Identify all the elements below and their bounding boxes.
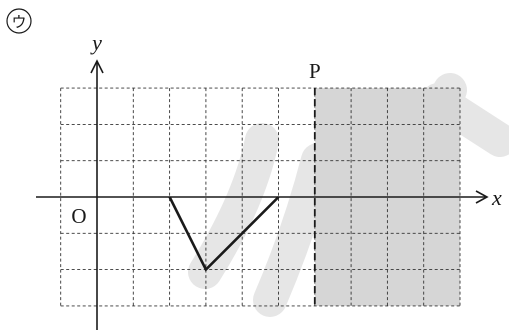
origin-label: O [71, 204, 86, 228]
y-axis-label: y [90, 30, 102, 55]
v-shape-polyline [168, 196, 280, 272]
watermark-stroke-2 [253, 143, 335, 317]
grid [60, 87, 461, 307]
point-p-label: P [309, 59, 321, 83]
problem-marker: ウ [6, 8, 32, 34]
x-axis-label: x [491, 185, 502, 210]
problem-marker-label: ウ [11, 14, 26, 31]
y-axis-arrow-icon [90, 59, 104, 74]
watermark-stroke-1 [188, 123, 279, 289]
x-axis-arrow-icon [475, 190, 489, 204]
axes [36, 59, 489, 330]
